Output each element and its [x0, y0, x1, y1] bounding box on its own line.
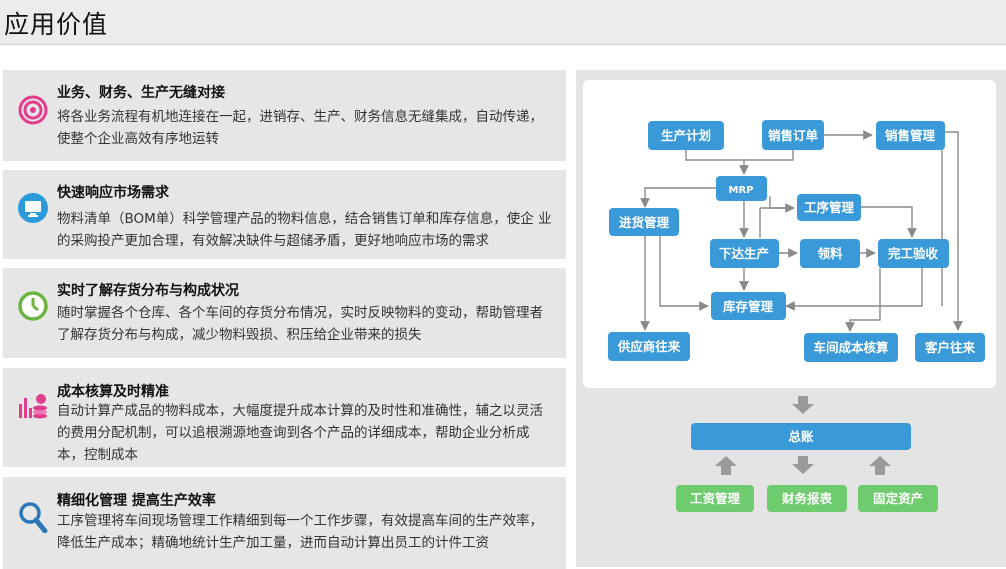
flow-arrow — [640, 187, 716, 208]
flow-arrow — [744, 150, 794, 161]
node-ll-label: 领料 — [817, 246, 843, 261]
feature-title: 快速响应市场需求 — [57, 185, 169, 201]
flow-arrow — [785, 268, 923, 311]
node-gyswl — [608, 332, 690, 361]
node-mrp — [716, 176, 767, 201]
node-wgys — [878, 239, 949, 268]
node-cjcbhs — [804, 333, 898, 362]
feature-title: 业务、财务、生产无缝对接 — [57, 85, 225, 101]
node-ll — [800, 239, 860, 268]
node-cwbb — [767, 485, 847, 512]
node-xdsc — [710, 239, 779, 268]
feature-desc: 自动计算产成品的物料成本，大幅度提升成本计算的及时性和准确性，辅之以灵活的费用分… — [57, 403, 543, 463]
node-scjh — [648, 121, 724, 150]
node-jhgl — [609, 208, 679, 236]
feature-desc: 随时掌握各个仓库、各个车间的存货分布情况，实时反映物料的变动，帮助管理者了解存货… — [57, 305, 543, 343]
feature-title: 精细化管理 提高生产效率 — [57, 493, 216, 509]
feature-desc: 将各业务流程有机地连接在一起，进销存、生产、财务信息无缝集成，自动传递，使整个企… — [57, 109, 543, 147]
node-gzgl-label: 工资管理 — [690, 491, 741, 506]
feature-card-inventory: 实时了解存货分布与构成状况 随时掌握各个仓库、各个车间的存货分布情况，实时反映物… — [3, 268, 566, 358]
node-khwl — [915, 333, 985, 362]
node-cwbb-label: 财务报表 — [781, 491, 833, 506]
node-gdzc-label: 固定资产 — [873, 491, 923, 506]
node-kcgl-label: 库存管理 — [723, 299, 774, 314]
node-xsdd-label: 销售订单 — [768, 128, 819, 143]
flow-arrow — [861, 206, 917, 238]
node-xsdd — [762, 120, 824, 150]
node-scjh-label: 生产计划 — [661, 128, 711, 143]
node-kcgl — [711, 292, 786, 320]
feature-title: 实时了解存货分布与构成状况 — [57, 283, 239, 299]
node-jhgl-label: 进货管理 — [619, 215, 670, 230]
node-zz — [691, 423, 911, 450]
up-arrow-icon — [715, 456, 737, 475]
target-icon — [18, 95, 48, 125]
flow-arrow — [769, 196, 794, 209]
up-arrow-icon — [869, 456, 891, 475]
monitor-icon — [18, 193, 48, 223]
coins-icon — [19, 394, 47, 419]
feature-card-costing: 成本核算及时精准 自动计算产成品的物料成本，大幅度提升成本计算的及时性和准确性，… — [3, 368, 566, 467]
header-divider — [0, 44, 1006, 45]
node-xsgl-label: 销售管理 — [885, 128, 936, 143]
node-xdsc-label: 下达生产 — [719, 246, 769, 261]
node-gdzc — [858, 485, 938, 512]
node-zz-label: 总账 — [788, 429, 814, 444]
node-gyswl-label: 供应商往来 — [617, 339, 681, 354]
feature-desc: 工序管理将车间现场管理工作精细到每一个工作步骤，有效提高车间的生产效率， 降低生… — [57, 513, 543, 551]
clock-icon — [18, 291, 48, 321]
feature-title: 成本核算及时精准 — [57, 384, 169, 400]
feature-desc: 物料清单（BOM单）科学管理产品的物料信息，结合销售订单和库存信息，使企 业的采… — [57, 211, 552, 249]
node-cjcbhs-label: 车间成本核算 — [813, 340, 889, 355]
node-mrp-label: MRP — [729, 185, 754, 196]
feature-card-efficiency: 精细化管理 提高生产效率 工序管理将车间现场管理工作精细到每一个工作步骤，有效提… — [3, 477, 566, 569]
page-title: 应用价值 — [4, 10, 109, 39]
header-bar: 应用价值 — [0, 0, 1006, 44]
feature-card-market: 快速响应市场需求 物料清单（BOM单）科学管理产品的物料信息，结合销售订单和库存… — [3, 170, 566, 259]
node-gxgl — [797, 194, 861, 221]
flow-arrow — [845, 268, 881, 332]
node-wgys-label: 完工验收 — [888, 246, 939, 261]
flow-arrow — [659, 236, 709, 311]
down-arrow-icon — [792, 456, 814, 474]
flow-arrow — [685, 150, 749, 175]
node-khwl-label: 客户往来 — [924, 340, 976, 355]
node-gxgl-label: 工序管理 — [804, 200, 855, 215]
node-gzgl — [676, 485, 754, 512]
magnifier-icon — [19, 502, 48, 533]
node-xsgl — [876, 121, 945, 150]
feature-card-integration: 业务、财务、生产无缝对接 将各业务流程有机地连接在一起，进销存、生产、财务信息无… — [3, 70, 566, 161]
down-arrow-icon — [792, 396, 814, 414]
flow-arrow — [945, 131, 963, 331]
